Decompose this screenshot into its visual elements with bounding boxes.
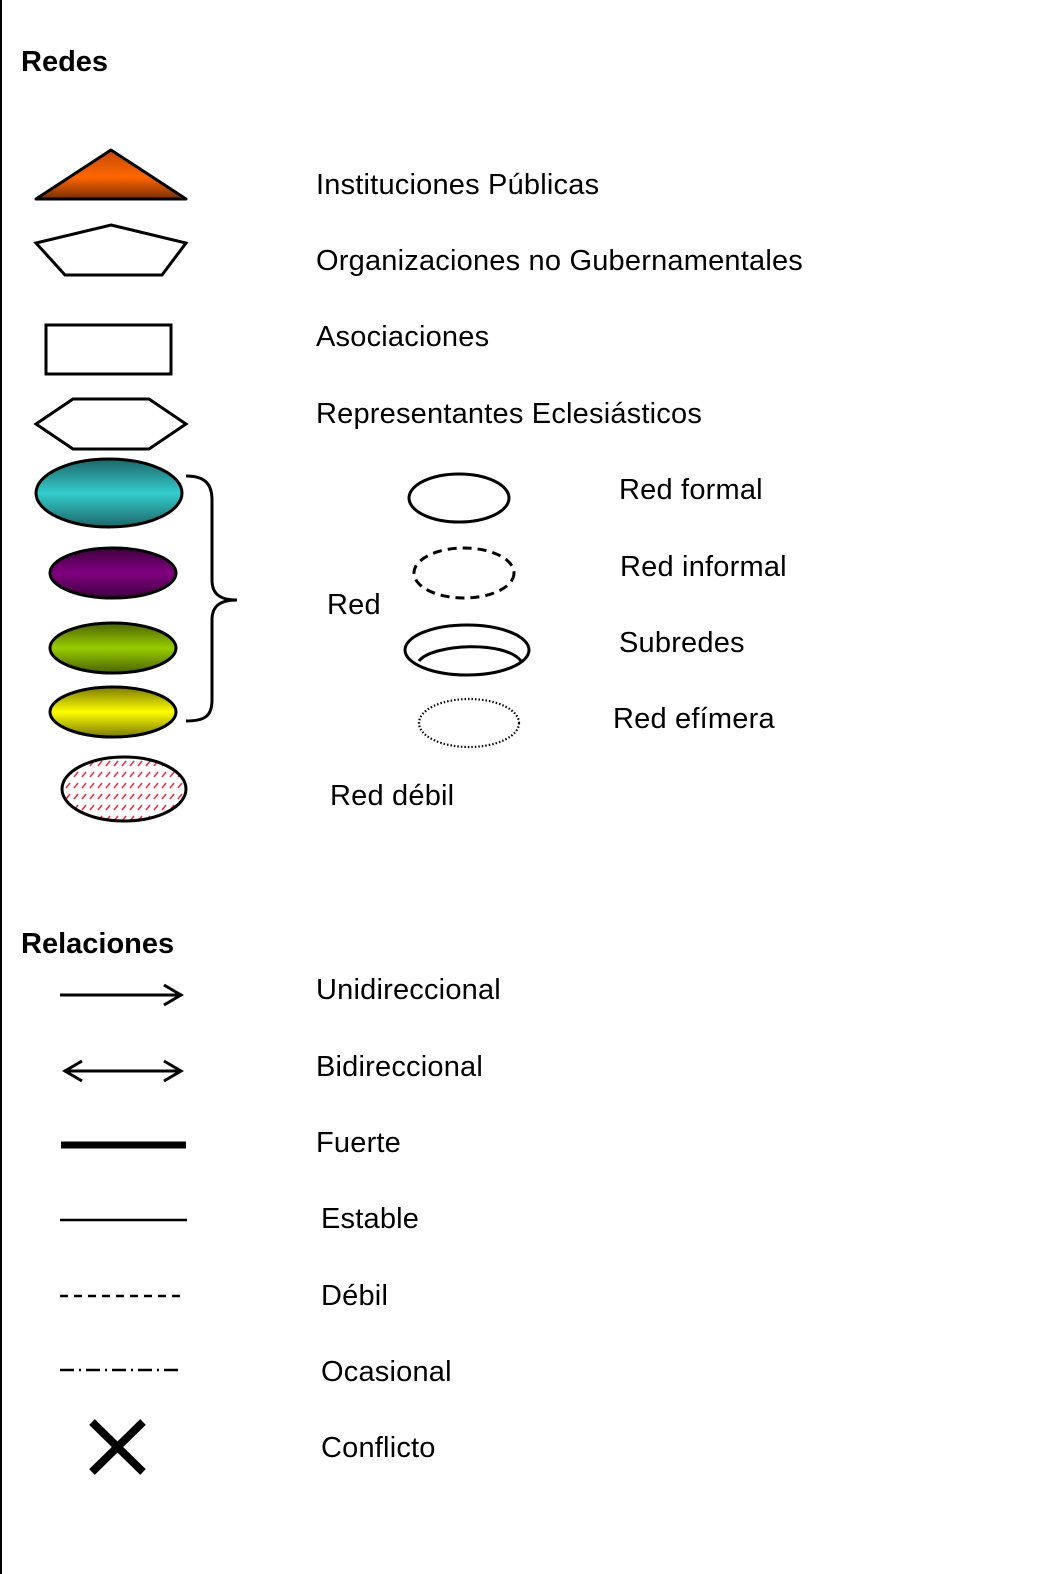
legend-label-red-debil: Red débil [330,780,455,812]
legend-label-fuerte: Fuerte [316,1127,402,1159]
legend-label-eclesiasticos: Representantes Eclesiásticos [316,398,703,430]
legend-label-red-efimera: Red efímera [613,703,775,735]
legend-label-ocasional: Ocasional [321,1356,452,1388]
legend-label-estable: Estable [321,1203,420,1235]
rectangle-icon [44,323,173,376]
network-ellipse-cyan [34,457,184,529]
triangle-icon [34,148,188,201]
dashed-ellipse-icon [412,546,516,600]
dotted-ellipse-icon [417,697,521,749]
section-title-redes: Redes [21,46,109,78]
legend-label-conflicto: Conflicto [321,1432,436,1464]
legend-label-red-informal: Red informal [620,551,787,583]
legend-label-debil: Débil [321,1280,389,1312]
network-ellipse-green [48,621,178,675]
pentagon-icon [33,223,189,277]
nested-ellipse-icon [403,623,531,677]
network-ellipse-yellow [48,685,178,739]
legend-label-red-formal: Red formal [619,474,763,506]
network-group-label: Red [327,589,381,621]
network-ellipse-purple [48,546,178,600]
legend-label-ong: Organizaciones no Gubernamentales [316,245,803,277]
section-title-relaciones: Relaciones [21,928,175,960]
legend-label-instituciones: Instituciones Públicas [316,169,600,201]
legend-label-subredes: Subredes [619,627,745,659]
legend-label-bidireccional: Bidireccional [316,1051,484,1083]
legend-label-asociaciones: Asociaciones [316,321,490,353]
legend-label-unidireccional: Unidireccional [316,974,501,1006]
hatched-ellipse-icon [60,755,188,823]
page-left-border [0,0,2,1574]
arrow-right-icon [60,983,184,1007]
hexagon-icon [33,397,189,451]
arrow-both-icon [62,1059,184,1083]
x-cross-icon [89,1419,146,1475]
solid-ellipse-icon [407,472,511,524]
curly-brace-icon [185,474,238,723]
